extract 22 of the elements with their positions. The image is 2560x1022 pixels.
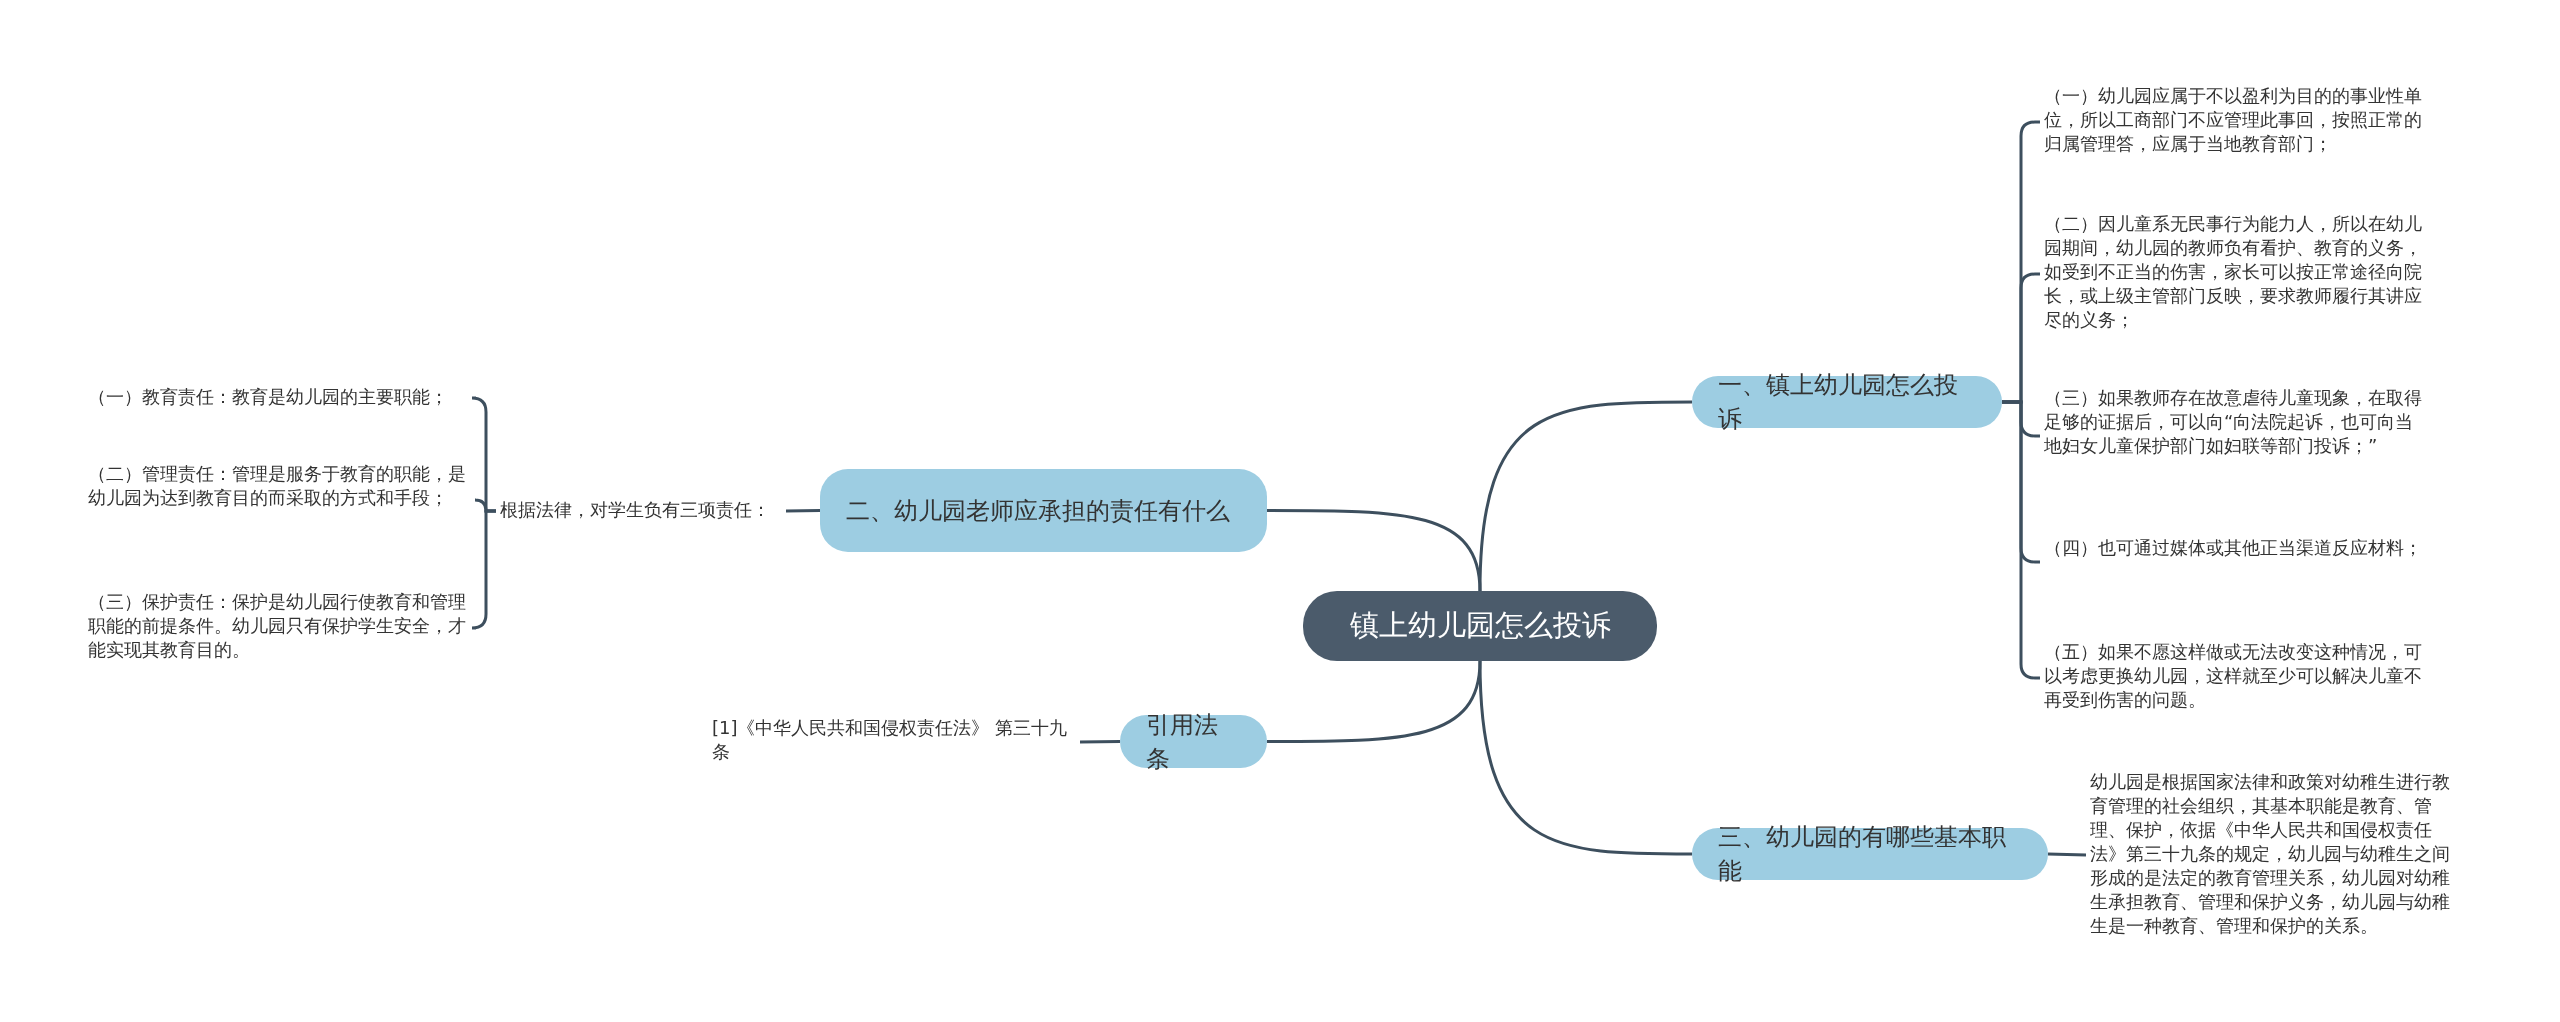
central-topic-box: 镇上幼儿园怎么投诉	[1303, 591, 1657, 661]
topic-box: 二、幼儿园老师应承担的责任有什么	[820, 469, 1267, 552]
leaf-text: 根据法律，对学生负有三项责任：	[496, 498, 786, 524]
connector-line	[470, 509, 496, 630]
leaf-text: （三）如果教师存在故意虐待儿童现象，在取得足够的证据后，可以向“向法院起诉，也可向当地妇女儿童保护部门如妇联等部门投诉；”	[2040, 386, 2430, 486]
leaf-text: （一）幼儿园应属于不以盈利为目的的事业性单位，所以工商部门不应管理此事回，按照正常的归属管理答，应属于当地教育部门；	[2040, 84, 2430, 160]
topic-box: 引用法条	[1120, 715, 1267, 768]
leaf-text: （一）教育责任：教育是幼儿园的主要职能；	[84, 385, 476, 411]
connector-line	[2047, 852, 2087, 857]
leaf-text: 幼儿园是根据国家法律和政策对幼稚生进行教育管理的社会组织，其基本职能是教育、管理、保护，依据《中华人民共和国侵权责任法》第三十九条的规定，幼儿园与幼稚生之间形成的是法定的教育管理关系，幼儿园对幼稚生承担教育、管理和保护义务，幼儿园与幼稚生是一种教育、管理和保护的关系。	[2086, 770, 2466, 940]
leaf-text: （四）也可通过媒体或其他正当渠道反应材料；	[2040, 536, 2430, 588]
leaf-text: （二）因儿童系无民事行为能力人，所以在幼儿园期间，幼儿园的教师负有看护、教育的义务，如受到不正当的伤害，家长可以按正常途径向院长，或上级主管部门反映，要求教师履行其讲应尽的义务；	[2040, 212, 2430, 336]
connector-line	[1079, 740, 1121, 744]
connector-line	[1267, 660, 1482, 743]
leaf-text: （五）如果不愿这样做或无法改变这种情况，可以考虑更换幼儿园，这样就至少可以解决儿童不再受到伤害的问题。	[2040, 640, 2430, 716]
leaf-text: （二）管理责任：管理是服务于教育的职能，是幼儿园为达到教育目的而采取的方式和手段；	[84, 462, 476, 538]
leaf-text: （三）保护责任：保护是幼儿园行使教育和管理职能的前提条件。幼儿园只有保护学生安全，才能实现其教育目的。	[84, 590, 476, 666]
connector-line	[1478, 400, 1692, 592]
connector-line	[1478, 660, 1692, 856]
connector-line	[785, 509, 821, 513]
connector-line	[1267, 509, 1482, 592]
leaf-text: [1]《中华人民共和国侵权责任法》 第三十九条	[708, 716, 1080, 768]
